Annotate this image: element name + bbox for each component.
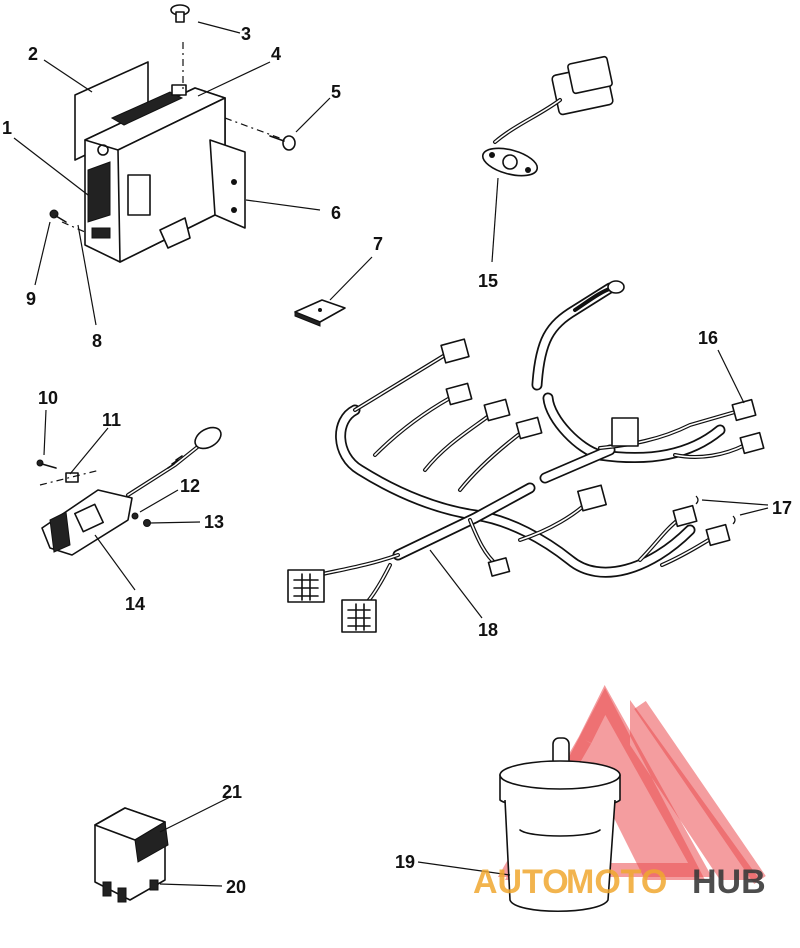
callout-2: 2	[28, 44, 38, 64]
callout-18: 18	[478, 620, 498, 640]
watermark-hub: HUB	[692, 863, 766, 901]
callout-20: 20	[226, 877, 246, 897]
callout-9: 9	[26, 289, 36, 309]
callout-19: 19	[395, 852, 415, 872]
callout-15: 15	[478, 271, 498, 291]
relay-20-21	[94, 807, 169, 903]
wiring-harness	[287, 280, 765, 633]
callout-1: 1	[2, 118, 12, 138]
harness-connector-large-1	[287, 569, 325, 603]
callout-7: 7	[373, 234, 383, 254]
watermark-auto: AUTO	[473, 863, 569, 901]
harness-connector-large-2	[341, 599, 377, 633]
callout-16: 16	[698, 328, 718, 348]
callout-5: 5	[331, 82, 341, 102]
callout-14: 14	[125, 594, 145, 614]
callout-4: 4	[271, 44, 281, 64]
screw-9	[49, 209, 67, 223]
callout-21: 21	[222, 782, 242, 802]
watermark-moto: MOTO	[566, 863, 667, 901]
callout-numbers: 1 2 3 4 5 6 7 8 9 10 11 12 13 14 15 16 1…	[2, 24, 792, 897]
leader-lines	[13, 21, 769, 887]
fuel-filter-19	[499, 737, 621, 912]
callout-3: 3	[241, 24, 251, 44]
callout-17: 17	[772, 498, 792, 518]
callout-13: 13	[204, 512, 224, 532]
screw-5	[269, 135, 296, 151]
ecu-module	[74, 61, 246, 263]
watermark-text: AUTO MOTO HUB	[473, 863, 766, 901]
callout-12: 12	[180, 476, 200, 496]
callout-11: 11	[102, 410, 121, 430]
chip-7	[294, 299, 346, 327]
sensor-14	[36, 426, 222, 556]
callout-10: 10	[38, 388, 58, 408]
callout-6: 6	[331, 203, 341, 223]
sensor-15	[481, 55, 614, 177]
screw-3	[170, 4, 190, 23]
callout-8: 8	[92, 331, 102, 351]
